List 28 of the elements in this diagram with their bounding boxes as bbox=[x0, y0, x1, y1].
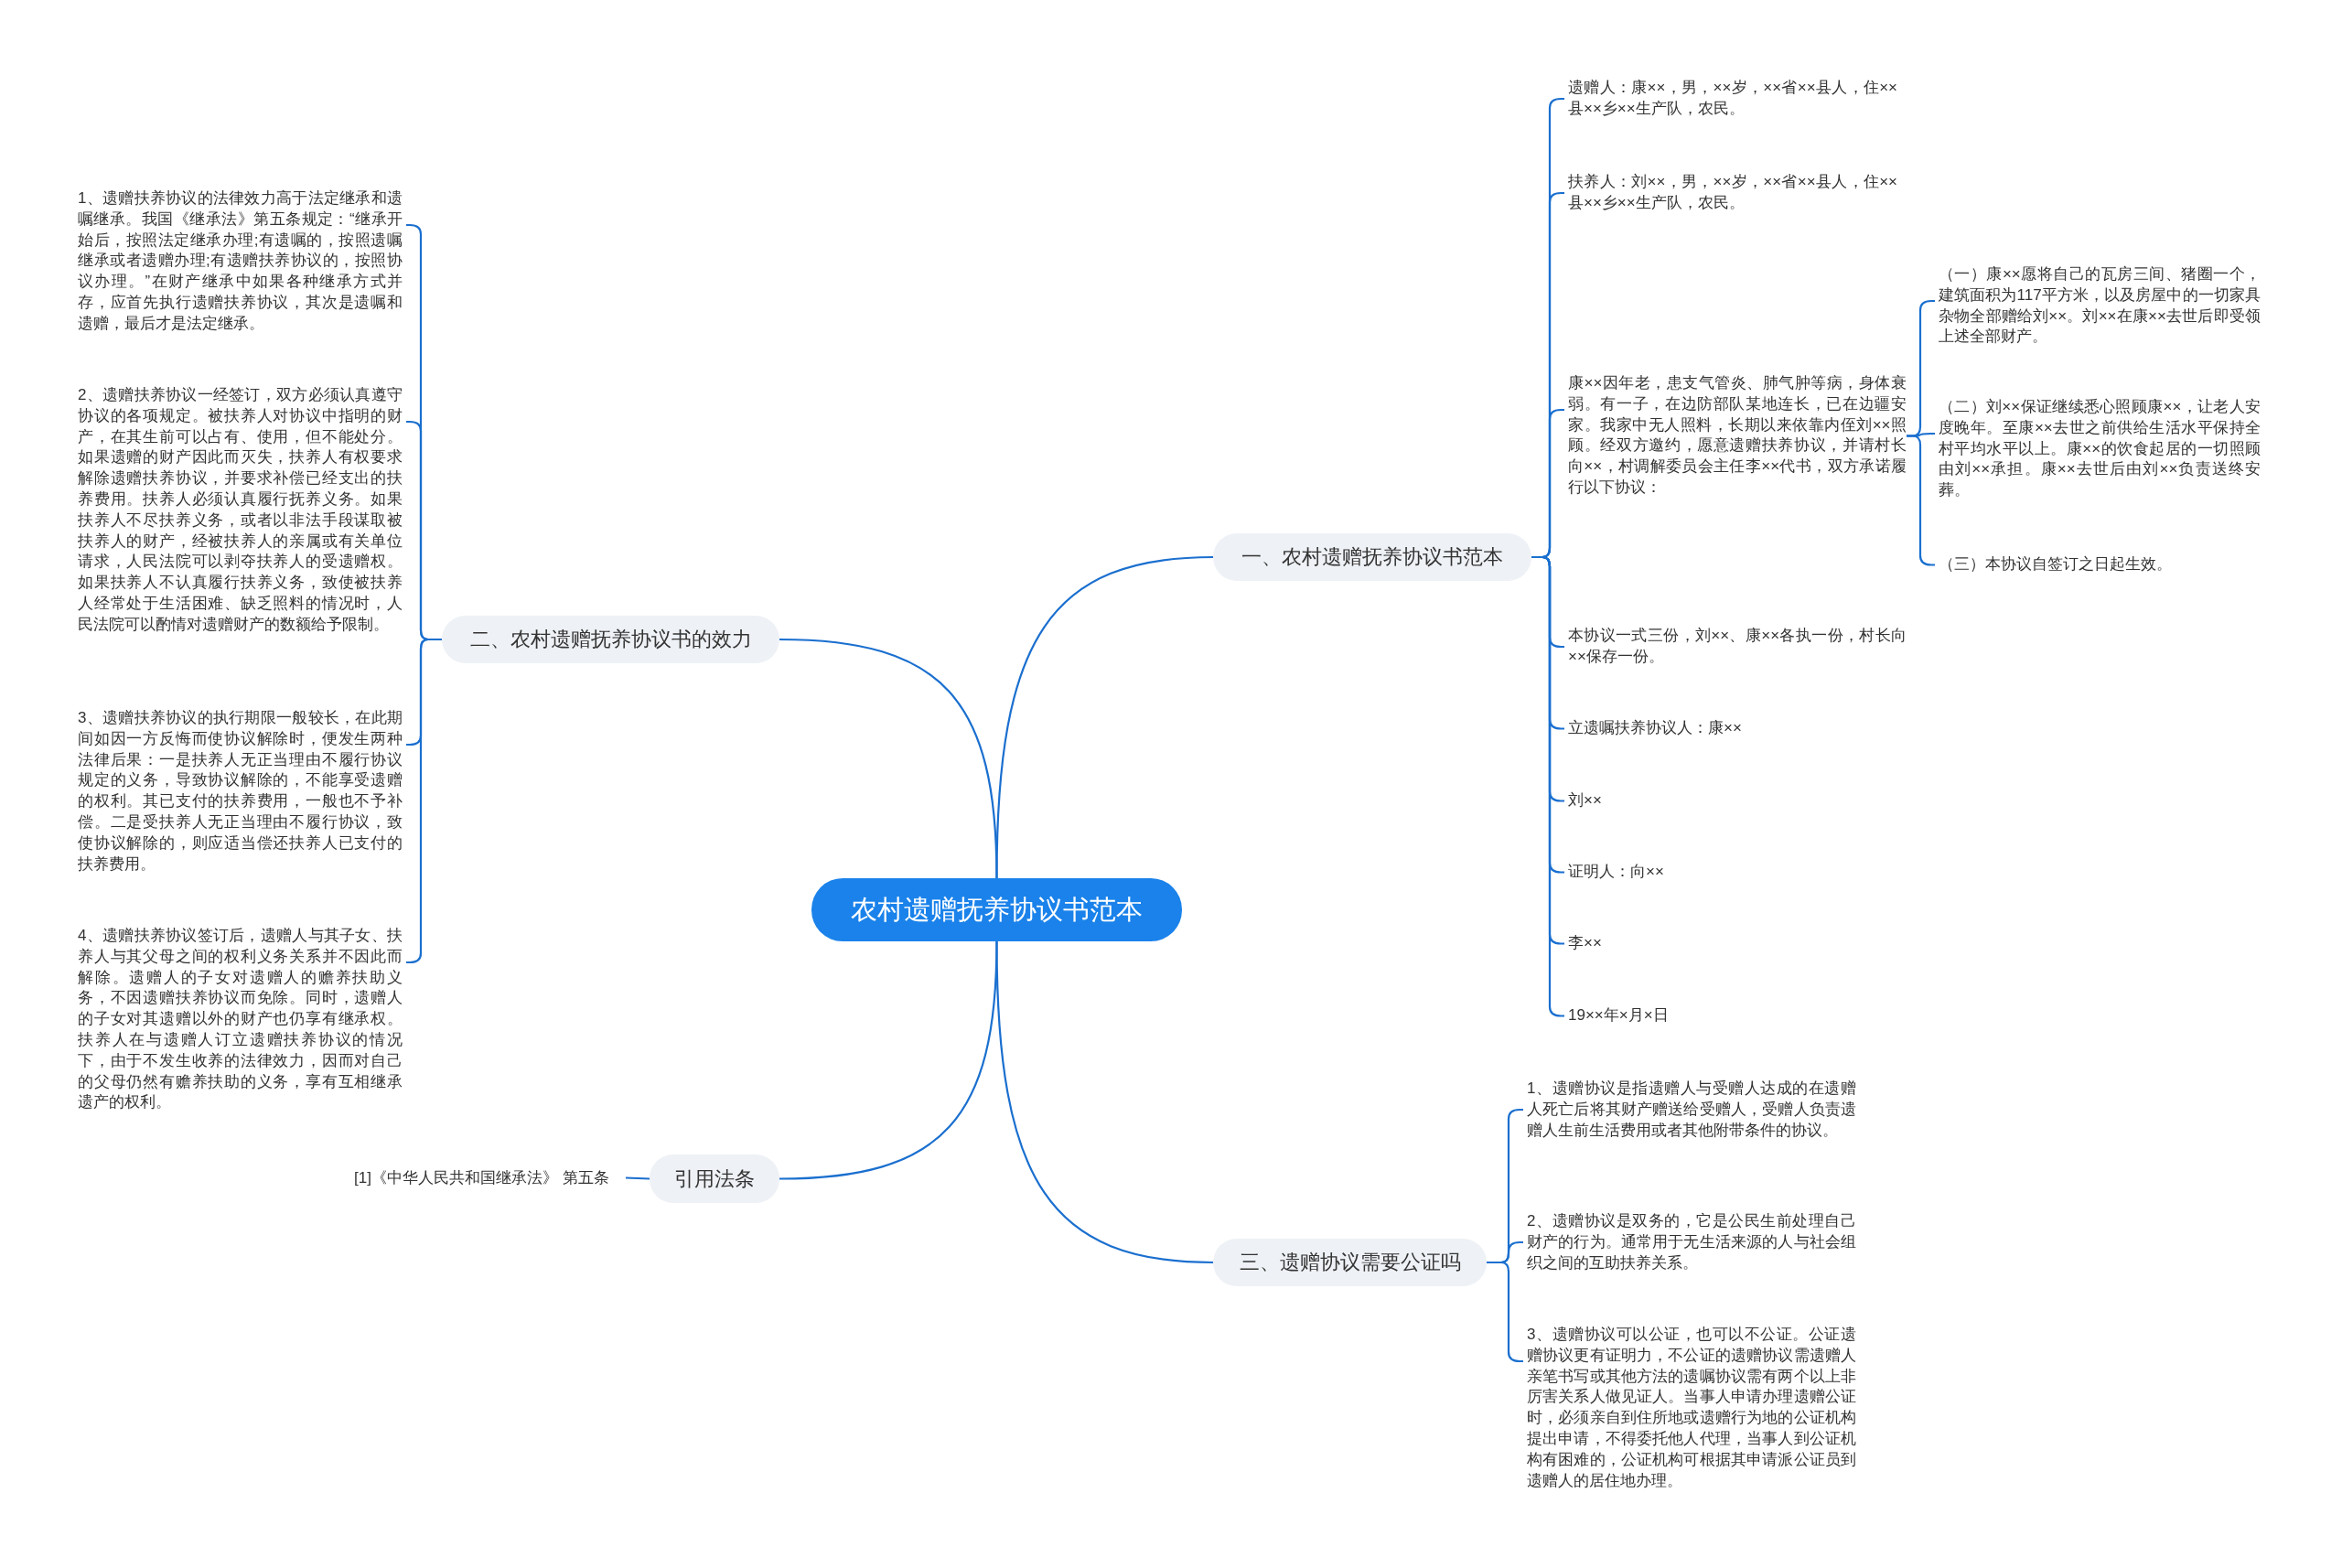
note-text: 证明人：向×× bbox=[1568, 862, 1907, 883]
topic-pill: 二、农村遗赠抚养协议书的效力 bbox=[442, 616, 779, 663]
topic-pill: 三、遗赠协议需要公证吗 bbox=[1213, 1239, 1487, 1286]
connector-line bbox=[779, 638, 998, 879]
note-text: 19××年×月×日 bbox=[1568, 1005, 1907, 1026]
topic-pill: 引用法条 bbox=[650, 1155, 779, 1203]
note-text: 扶养人：刘××，男，××岁，××省××县人，住××县××乡××生产队，农民。 bbox=[1568, 172, 1897, 214]
note-text: 本协议一式三份，刘××、康××各执一份，村长向××保存一份。 bbox=[1568, 626, 1907, 668]
note-text: 1、遗赠协议是指遗赠人与受赠人达成的在遗赠人死亡后将其财产赠送给受赠人，受赠人负责遗赠人生前生活费用或者其他附带条件的协议。 bbox=[1527, 1079, 1856, 1142]
topic-pill: 一、农村遗赠抚养协议书范本 bbox=[1213, 533, 1531, 581]
note-text: 遗赠人：康××，男，××岁，××省××县人，住××县××乡××生产队，农民。 bbox=[1568, 78, 1897, 120]
note-text: 立遗嘱扶养协议人：康×× bbox=[1568, 718, 1907, 739]
note-text: 2、遗赠扶养协议一经签订，双方必须认真遵守协议的各项规定。被扶养人对协议中指明的财产，在其生前可以占有、使用，但不能处分。如果遗赠的财产因此而灭失，扶养人有权要求解除遗赠扶养协议，并要求补偿已经支出的扶养费用。扶养人必须认真履行抚养义务。如果扶养人不尽扶养义务，或者以非法手段谋取被扶养人的财产，经被扶养人的亲属或有关单位请求，人民法院可以剥夺扶养人的受遗赠权。如果扶养人不认真履行扶养义务，致使被扶养人经常处于生活困难、缺乏照料的情况时，人民法院可以酌情对遗赠财产的数额给予限制。 bbox=[78, 385, 403, 636]
note-text: （二）刘××保证继续悉心照顾康××，让老人安度晚年。至康××去世之前供给生活水平保持全村平均水平以上。康××的饮食起居的一切照顾由刘××承担。康××去世后由刘××负责送终安葬。 bbox=[1939, 397, 2261, 501]
note-text: （一）康××愿将自己的瓦房三间、猪圈一个，建筑面积为117平方米，以及房屋中的一切家具杂物全部赠给刘××。刘××在康××去世后即受领上述全部财产。 bbox=[1939, 264, 2261, 349]
note-text: 2、遗赠协议是双务的，它是公民生前处理自己财产的行为。通常用于无生活来源的人与社会组织之间的互助扶养关系。 bbox=[1527, 1211, 1856, 1274]
note-text: 3、遗赠扶养协议的执行期限一般较长，在此期间如因一方反悔而使协议解除时，便发生两种法律后果：一是扶养人无正当理由不履行协议规定的义务，导致协议解除的，不能享受遗赠的权利。其已支付的扶养费用，一般也不予补偿。二是受扶养人无正当理由不履行协议，致使协议解除的，则应适当偿还扶养人已支付的扶养费用。 bbox=[78, 708, 403, 875]
connector-line bbox=[995, 940, 1214, 1264]
note-text: 刘×× bbox=[1568, 790, 1907, 811]
central-topic: 农村遗赠抚养协议书范本 bbox=[811, 878, 1182, 941]
note-text: 1、遗赠扶养协议的法律效力高于法定继承和遗嘱继承。我国《继承法》第五条规定：“继承开始后，按照法定继承办理;有遗嘱的，按照遗嘱继承或者遗赠办理;有遗赠扶养协议的，按照协议办理。”在财产继承中如果各种继承方式并存，应首先执行遗赠扶养协议，其次是遗嘱和遗赠，最后才是法定继承。 bbox=[78, 188, 403, 335]
note-text: 李×× bbox=[1568, 933, 1907, 954]
note-text: 康××因年老，患支气管炎、肺气肿等病，身体衰弱。有一子，在边防部队某地连长，已在边疆安家。我家中无人照料，长期以来依靠内侄刘××照顾。经双方邀约，愿意遗赠扶养协议，并请村长向××，村调解委员会主任李××代书，双方承诺履行以下协议： bbox=[1568, 373, 1907, 499]
note-text: 4、遗赠扶养协议签订后，遗赠人与其子女、扶养人与其父母之间的权利义务关系并不因此而解除。遗赠人的子女对遗赠人的赡养扶助义务，不因遗赠扶养协议而免除。同时，遗赠人的子女对其遗赠以外的财产也仍享有继承权。扶养人在与遗赠人订立遗赠扶养协议的情况下，由于不发生收养的法律效力，因而对自己的父母仍然有赡养扶助的义务，享有互相继承遗产的权利。 bbox=[78, 926, 403, 1114]
connector-line bbox=[625, 1176, 650, 1180]
note-text: （三）本协议自签订之日起生效。 bbox=[1939, 554, 2261, 575]
note-text: [1]《中华人民共和国继承法》 第五条 bbox=[354, 1167, 609, 1188]
note-text: 3、遗赠协议可以公证，也可以不公证。公证遗赠协议更有证明力，不公证的遗赠协议需遗赠人亲笔书写或其他方法的遗嘱协议需有两个以上非厉害关系人做见证人。当事人申请办理遗赠公证时，必须亲自到住所地或遗赠行为地的公证机构提出申请，不得委托他人代理，当事人到公证机构有困难的，公证机构可根据其申请派公证员到遗赠人的居住地办理。 bbox=[1527, 1325, 1856, 1492]
